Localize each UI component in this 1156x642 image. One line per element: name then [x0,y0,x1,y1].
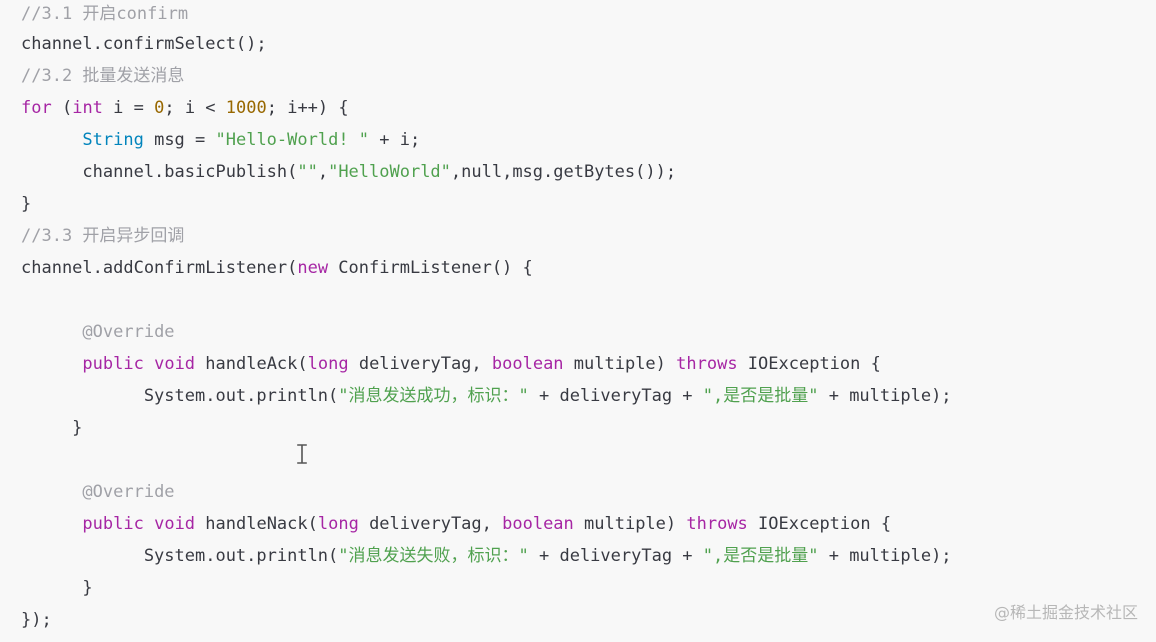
code-token-annotation: @Override [82,482,175,502]
code-line: for (int i = 0; i < 1000; i++) { [21,94,349,122]
code-token-string: "消息发送成功，标识：" [338,386,529,406]
code-token-keyword: new [297,258,329,278]
code-token-plain: System.out.println( [21,546,339,566]
code-token-plain: multiple) [573,514,687,534]
code-token-keyword: public [82,354,144,374]
code-token-string: "" [297,162,318,182]
code-token-plain: handleAck( [195,354,308,374]
code-token-plain: IOException { [747,514,892,534]
code-token-keyword: for [21,98,52,118]
code-token-plain: + deliveryTag + [528,546,703,566]
code-token-plain: multiple) [563,354,677,374]
code-line: @Override [21,478,175,506]
code-token-keyword: throws [686,514,748,534]
code-token-plain: + deliveryTag + [528,386,703,406]
code-token-comment: //3.1 开启confirm [21,4,189,24]
code-token-plain: ConfirmListener() { [328,258,533,278]
code-token-keyword: long [307,354,349,374]
code-token-keyword: long [317,514,359,534]
code-token-string: "消息发送失败，标识：" [338,546,529,566]
code-line: @Override [21,318,175,346]
code-token-keyword: public [82,514,144,534]
code-token-keyword: boolean [491,354,564,374]
code-token-comment: //3.2 批量发送消息 [21,66,185,86]
code-token-plain: }); [21,610,52,630]
watermark: @稀土掘金技术社区 [993,603,1138,622]
code-line: } [21,190,31,218]
code-token-keyword: throws [676,354,738,374]
text-cursor-icon [297,444,307,464]
code-token-plain: } [21,418,83,438]
code-token-plain: + multiple); [818,386,952,406]
code-line: channel.confirmSelect(); [21,30,267,58]
code-token-plain [21,322,82,342]
code-token-comment: //3.3 开启异步回调 [21,226,185,246]
code-token-plain: deliveryTag, [348,354,492,374]
code-token-plain: channel.basicPublish( [21,162,298,182]
code-token-number: 0 [154,98,165,118]
code-token-string: "HelloWorld" [328,162,451,182]
code-token-punct: ( [51,98,73,118]
code-token-plain: handleNack( [195,514,318,534]
code-token-string: ",是否是批量" [702,546,819,566]
code-token-plain: + multiple); [818,546,952,566]
code-token-plain [21,130,82,150]
code-token-plain [21,514,82,534]
code-token-plain: deliveryTag, [358,514,503,534]
code-token-keyword: int [72,98,103,118]
code-line: //3.3 开启异步回调 [21,222,184,250]
code-line: System.out.println("消息发送成功，标识：" + delive… [21,382,952,410]
code-token-plain: ; i++) { [266,98,349,118]
code-token-plain: System.out.println( [21,386,339,406]
code-token-type: String [82,130,144,150]
code-line: String msg = "Hello-World! " + i; [21,126,420,154]
code-token-plain: ,null,msg.getBytes()); [450,162,677,182]
code-token-plain [21,354,82,374]
code-token-plain: IOException { [737,354,881,374]
code-line: //3.2 批量发送消息 [21,62,184,90]
code-line: channel.addConfirmListener(new ConfirmLi… [21,254,533,282]
code-token-plain: channel.confirmSelect(); [21,34,267,54]
code-token-string: "Hello-World! " [215,130,370,150]
code-line: public void handleAck(long deliveryTag, … [21,350,881,378]
code-token-keyword: void [154,514,196,534]
code-token-plain [144,354,154,374]
code-token-keyword: boolean [502,514,574,534]
code-line: //3.1 开启confirm [21,0,188,28]
code-line: } [21,414,82,442]
code-token-string: ",是否是批量" [702,386,819,406]
code-token-plain [144,514,154,534]
code-token-plain: ; i < [164,98,226,118]
code-token-plain: msg = [143,130,216,150]
code-token-annotation: @Override [82,322,175,342]
code-line: } [21,574,93,602]
code-line: System.out.println("消息发送失败，标识：" + delive… [21,542,952,570]
code-line: }); [21,606,52,634]
code-line: public void handleNack(long deliveryTag,… [21,510,891,538]
code-token-plain: , [317,162,329,182]
code-token-plain: } [21,194,32,214]
code-token-plain [21,482,82,502]
code-line: channel.basicPublish("","HelloWorld",nul… [21,158,676,186]
code-token-plain: i = [102,98,155,118]
code-token-number: 1000 [225,98,267,118]
code-token-plain: } [21,578,93,598]
code-token-plain: channel.addConfirmListener( [21,258,298,278]
code-token-plain: + i; [369,130,421,150]
code-token-keyword: void [154,354,196,374]
